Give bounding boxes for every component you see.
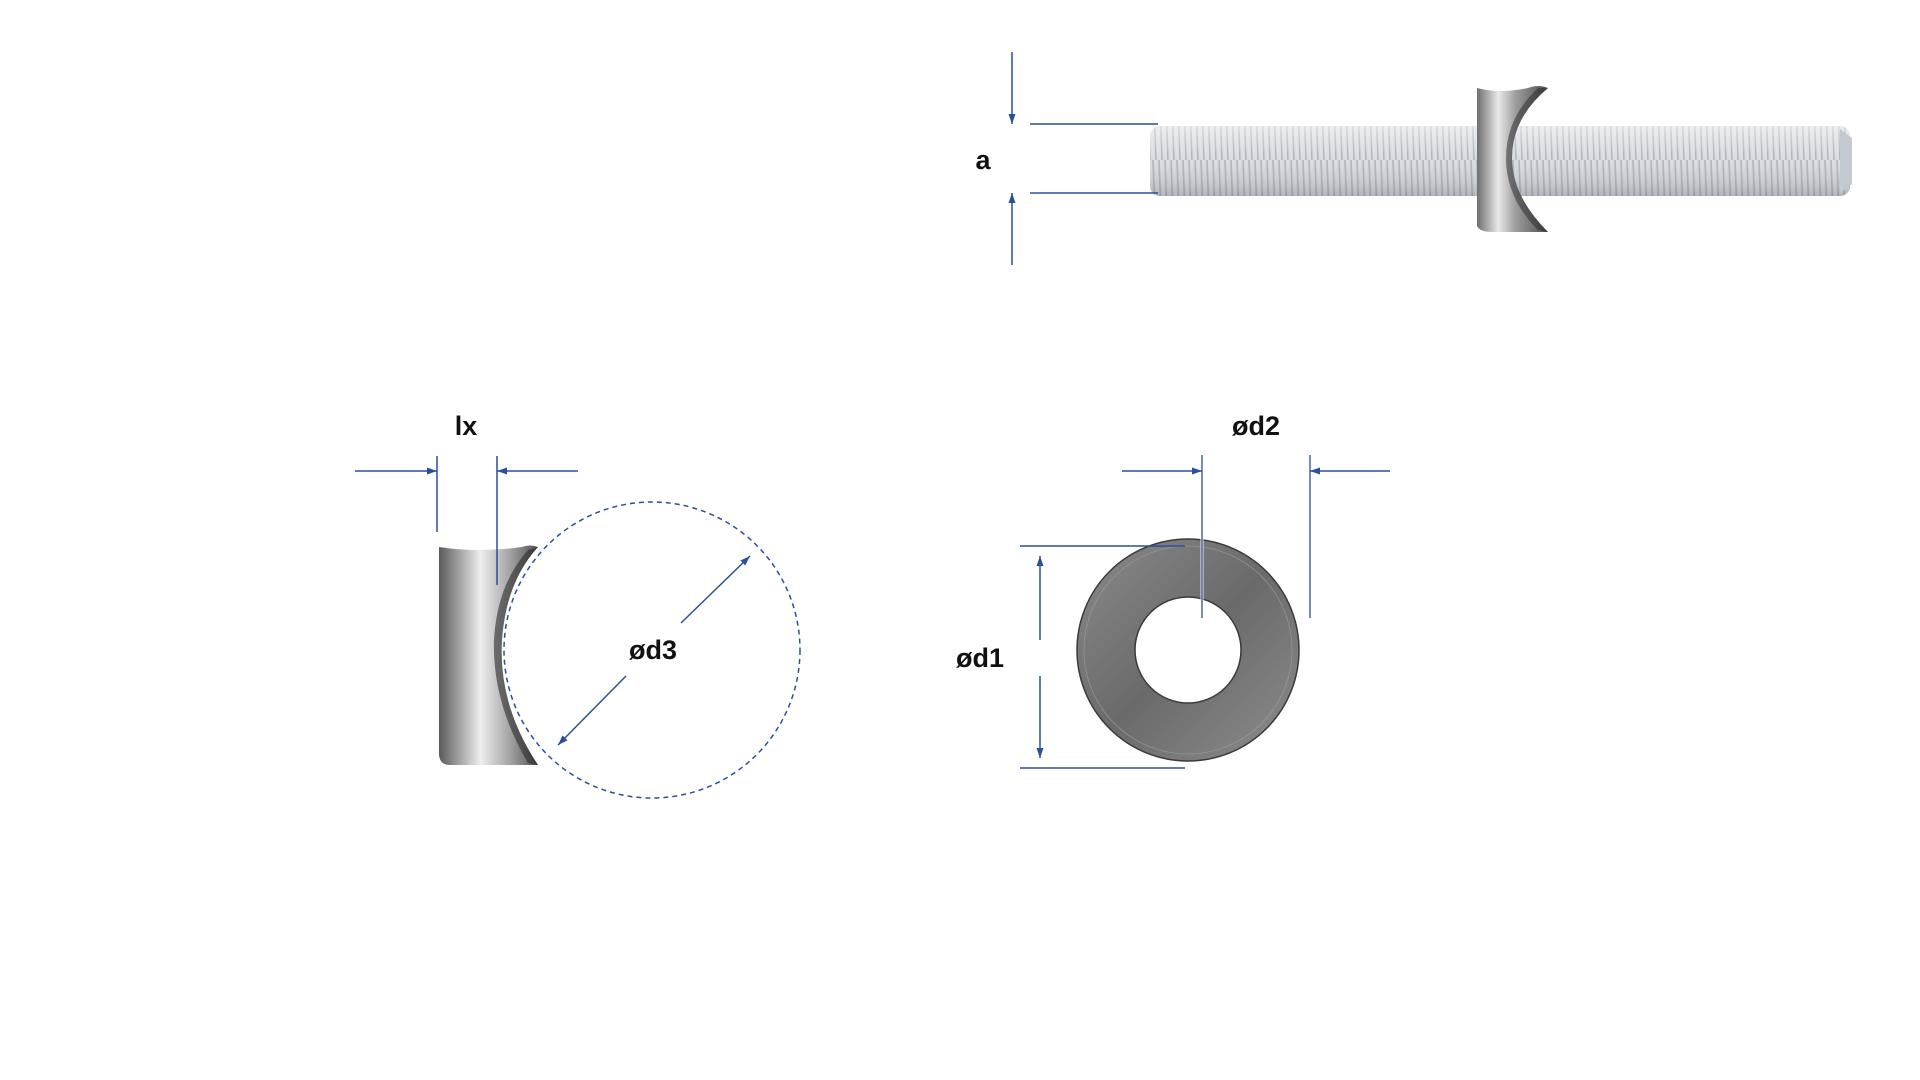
rod-washer [1477,86,1548,232]
washer-front-view [1076,538,1300,762]
dimension-a: a [975,52,1158,265]
dimension-label-lx: lx [455,411,478,441]
dimension-d2: ød2 [1122,411,1390,618]
washer-side-body [439,545,538,765]
rod-end-chamfer [1840,129,1852,193]
d3-reference-circle [503,501,801,799]
dimension-d3: ød3 [503,501,801,799]
washer-bore [1134,596,1242,704]
dimension-label-d2: ød2 [1232,411,1280,441]
dimension-label-d1: ød1 [956,643,1004,673]
threaded-rod-assembly [1150,86,1852,232]
dimension-d1: ød1 [956,545,1185,769]
dimension-label-a: a [975,145,991,175]
dimension-lx: lx [355,411,578,585]
washer-side-view [439,545,538,765]
dimension-label-d3: ød3 [629,635,677,665]
